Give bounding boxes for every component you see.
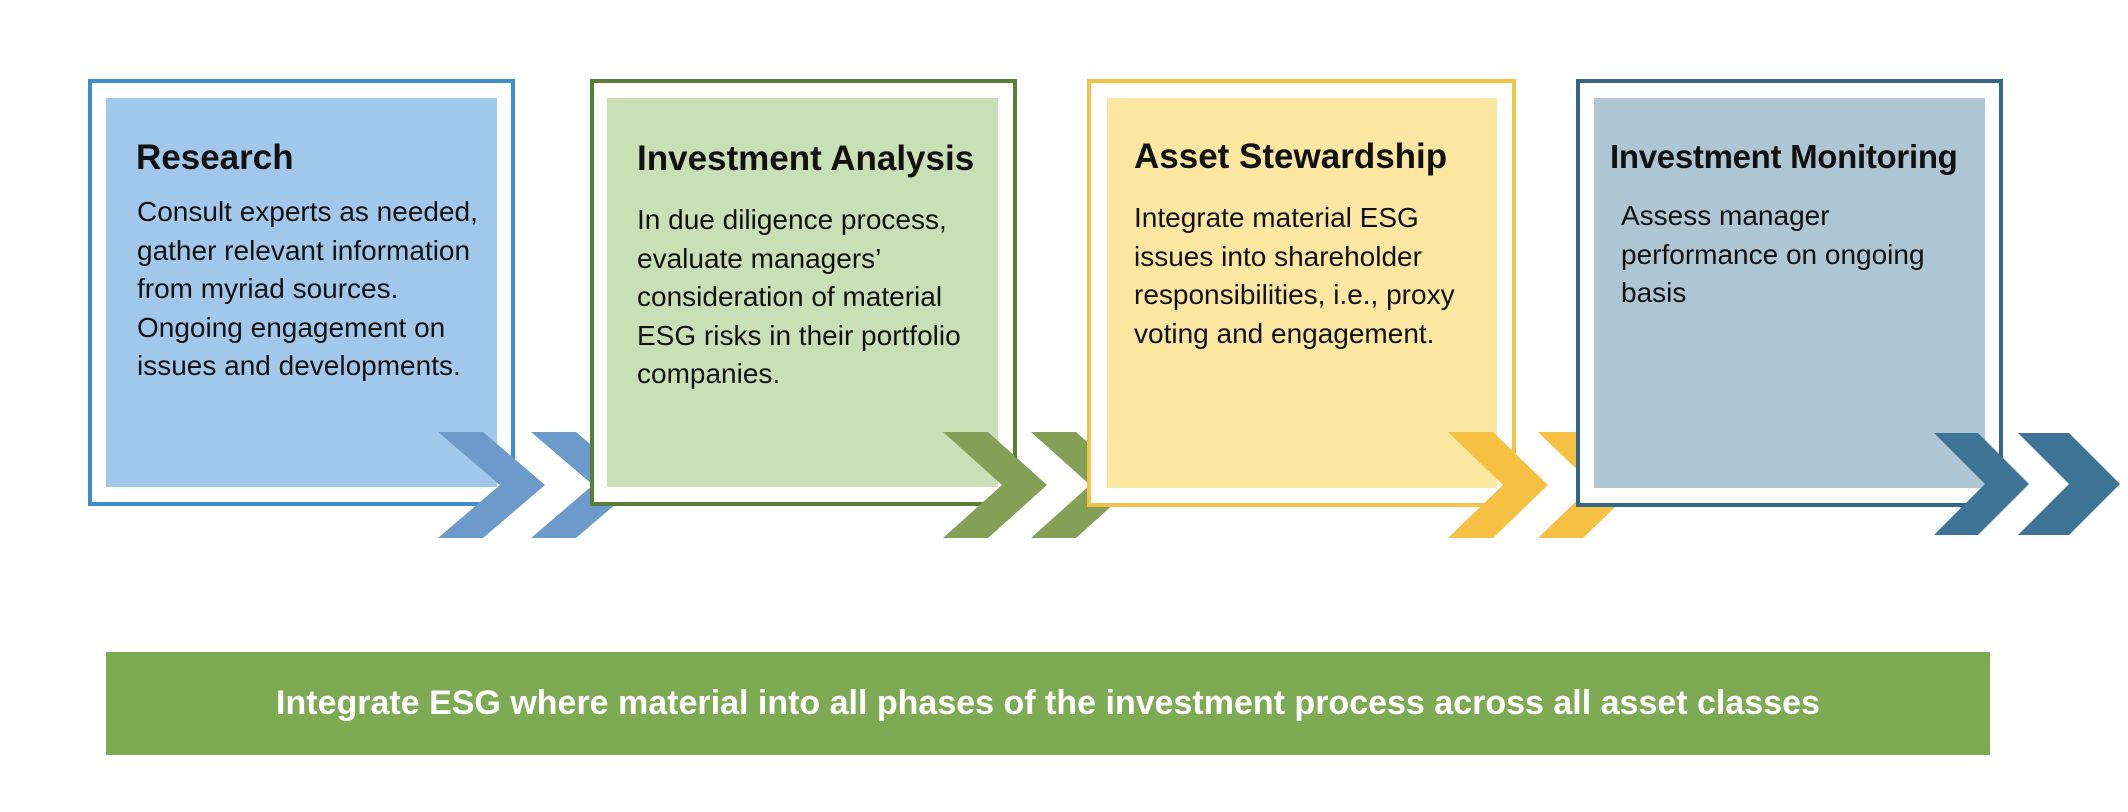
double-chevron-right-icon <box>1934 433 2120 535</box>
step-title-investment-monitoring: Investment Monitoring <box>1610 138 1958 175</box>
chevron-right-icon <box>1448 432 1548 538</box>
chevron-right-icon <box>2018 433 2120 535</box>
step-card-research: Research Consult experts as needed, gath… <box>106 98 497 487</box>
step-title-investment-analysis: Investment Analysis <box>637 139 975 178</box>
chevron-right-icon <box>1934 433 2029 535</box>
step-description-asset-stewardship: Integrate material ESG issues into share… <box>1134 202 1455 349</box>
integration-banner: Integrate ESG where material into all ph… <box>106 652 1990 755</box>
step-card-asset-stewardship: Asset Stewardship Integrate material ESG… <box>1107 98 1497 488</box>
chevron-right-icon <box>943 432 1047 538</box>
step-description-research: Consult experts as needed, gather releva… <box>137 196 478 381</box>
step-title-research: Research <box>136 138 294 177</box>
step-description-investment-analysis: In due diligence process, evaluate manag… <box>637 204 961 389</box>
integration-banner-text: Integrate ESG where material into all ph… <box>276 684 1820 722</box>
step-title-asset-stewardship: Asset Stewardship <box>1134 137 1448 176</box>
chevron-right-icon <box>438 432 545 538</box>
step-card-investment-monitoring: Investment Monitoring Assess manager per… <box>1594 98 1985 488</box>
step-card-investment-analysis: Investment Analysis In due diligence pro… <box>607 98 998 487</box>
step-description-investment-monitoring: Assess manager performance on ongoing ba… <box>1621 200 1925 308</box>
